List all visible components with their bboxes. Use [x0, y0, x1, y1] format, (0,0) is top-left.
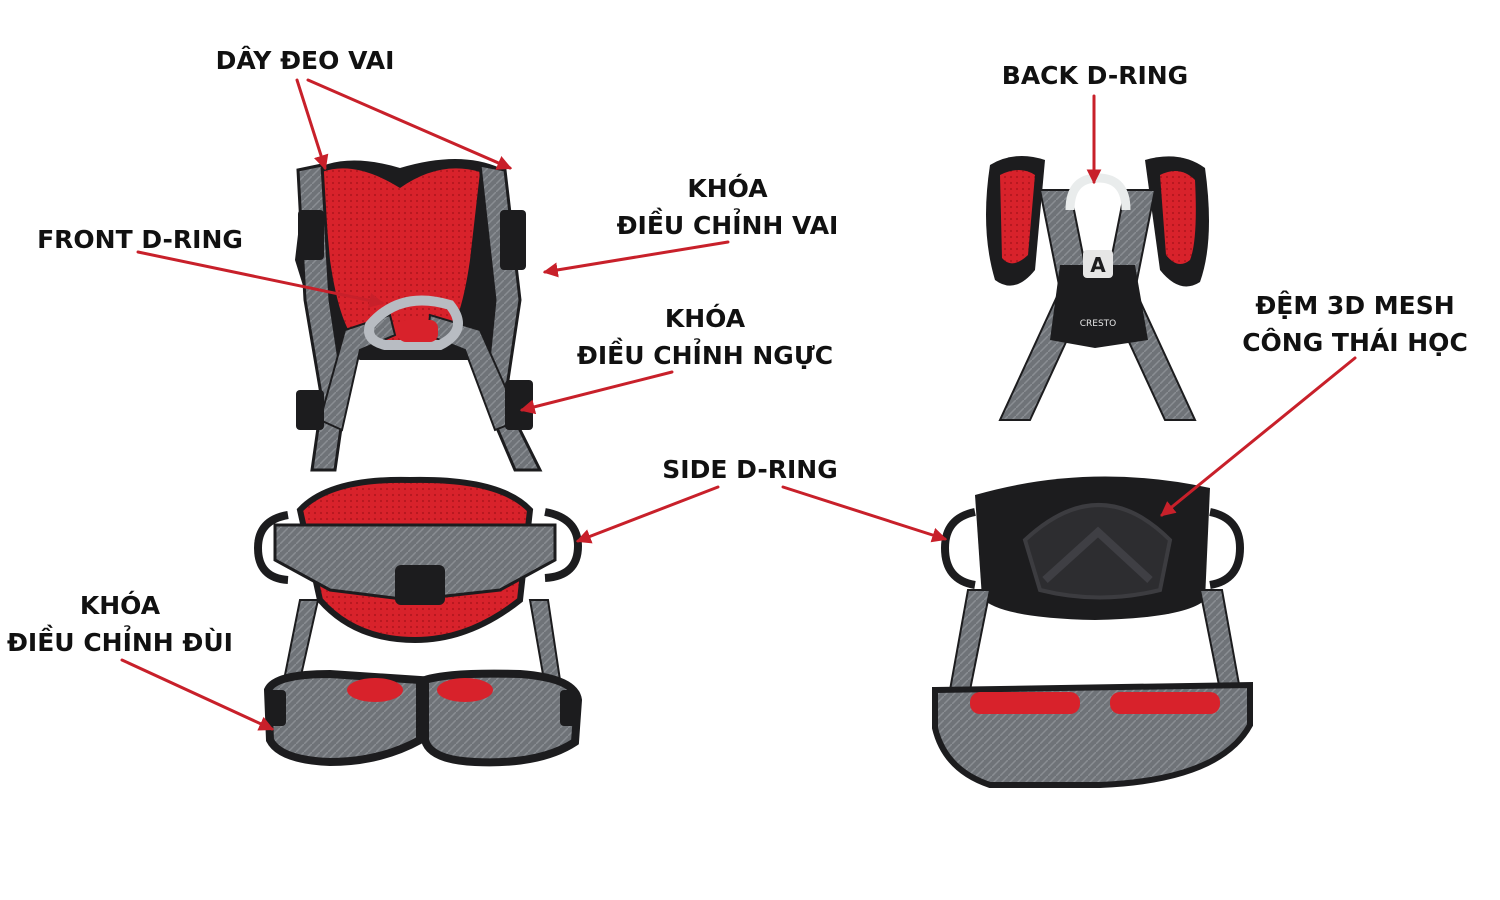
arrow-chest-buckle — [519, 370, 674, 415]
arrow-side-d-ring-back — [781, 485, 948, 543]
back-side-d-ring-left — [940, 508, 976, 589]
front-waist-belt — [273, 523, 557, 602]
callout-arrows — [120, 78, 1357, 731]
back-lumbar-chevron — [1042, 526, 1153, 583]
front-leg-strap-right — [528, 599, 562, 681]
back-plate-letter: A — [1090, 253, 1106, 277]
back-d-ring — [1065, 173, 1131, 211]
label-front-d-ring: FRONT D-RING — [15, 221, 265, 258]
front-chest-strap-left — [318, 313, 397, 432]
label-thigh-buckle: KHÓA ĐIỀU CHỈNH ĐÙI — [0, 587, 240, 661]
arrow-shoulder-buckle — [542, 240, 730, 278]
label-shoulder-strap-text: DÂY ĐEO VAI — [215, 46, 395, 75]
back-mesh-pad-right — [1160, 171, 1196, 264]
arrow-mesh-pad — [1160, 356, 1357, 517]
front-harness — [253, 159, 583, 767]
front-shoulder-buckle-right — [500, 210, 526, 270]
label-shoulder-buckle-line1: KHÓA — [687, 174, 768, 203]
back-plate-badge — [1083, 250, 1113, 278]
back-lumbar-3d-mesh — [1022, 503, 1173, 600]
front-leg-pad-left — [347, 678, 403, 702]
label-front-d-ring-text: FRONT D-RING — [37, 225, 243, 254]
label-mesh-pad: ĐỆM 3D MESH CÔNG THÁI HỌC — [1225, 287, 1485, 361]
label-side-d-ring-text: SIDE D-RING — [662, 455, 838, 484]
front-waist-buckle — [395, 565, 445, 605]
back-plate-brand: CRESTO — [1080, 319, 1117, 329]
back-harness: A CRESTO — [932, 156, 1253, 788]
label-chest-buckle-line2: ĐIỀU CHỈNH NGỰC — [576, 341, 834, 370]
arrow-shoulder-strap-right — [306, 78, 513, 170]
front-thigh-buckle-left — [266, 690, 286, 726]
front-leg-strap-left — [282, 599, 320, 681]
arrow-shoulder-strap-left — [295, 78, 329, 171]
label-shoulder-buckle-line2: ĐIỀU CHỈNH VAI — [616, 211, 839, 240]
label-chest-buckle: KHÓA ĐIỀU CHỈNH NGỰC — [560, 300, 850, 374]
back-mesh-pad-left — [1000, 170, 1035, 264]
label-mesh-pad-line2: CÔNG THÁI HỌC — [1242, 328, 1468, 357]
label-back-d-ring-text: BACK D-RING — [1001, 61, 1189, 90]
back-seat-pad-left — [970, 692, 1080, 714]
label-thigh-buckle-line1: KHÓA — [79, 591, 161, 620]
front-side-d-ring-left — [253, 511, 289, 584]
front-leg-pad-right — [437, 678, 493, 702]
arrow-side-d-ring-front — [575, 485, 720, 544]
front-side-d-ring-right — [544, 508, 583, 582]
front-d-ring-carabiner — [364, 295, 463, 350]
back-side-d-ring-right — [1209, 508, 1245, 589]
back-leg-strap-left — [948, 589, 992, 691]
label-mesh-pad-line1: ĐỆM 3D MESH — [1255, 291, 1455, 320]
label-back-d-ring: BACK D-RING — [980, 57, 1210, 94]
label-thigh-buckle-line2: ĐIỀU CHỈNH ĐÙI — [6, 628, 233, 657]
front-shoulder-buckle-left — [298, 210, 324, 260]
arrow-thigh-buckle — [120, 658, 275, 731]
back-plate — [1050, 265, 1148, 348]
label-shoulder-strap: DÂY ĐEO VAI — [180, 42, 430, 79]
label-chest-buckle-line1: KHÓA — [664, 304, 746, 333]
label-shoulder-buckle: KHÓA ĐIỀU CHỈNH VAI — [590, 170, 865, 244]
front-thigh-buckle-right — [560, 690, 580, 726]
label-side-d-ring: SIDE D-RING — [630, 451, 870, 488]
front-chest-buckle-left — [296, 390, 324, 430]
back-seat-pad-right — [1110, 692, 1220, 714]
back-leg-strap-right — [1198, 589, 1242, 691]
arrow-front-d-ring — [136, 250, 385, 308]
front-chest-buckle-right — [505, 380, 533, 430]
